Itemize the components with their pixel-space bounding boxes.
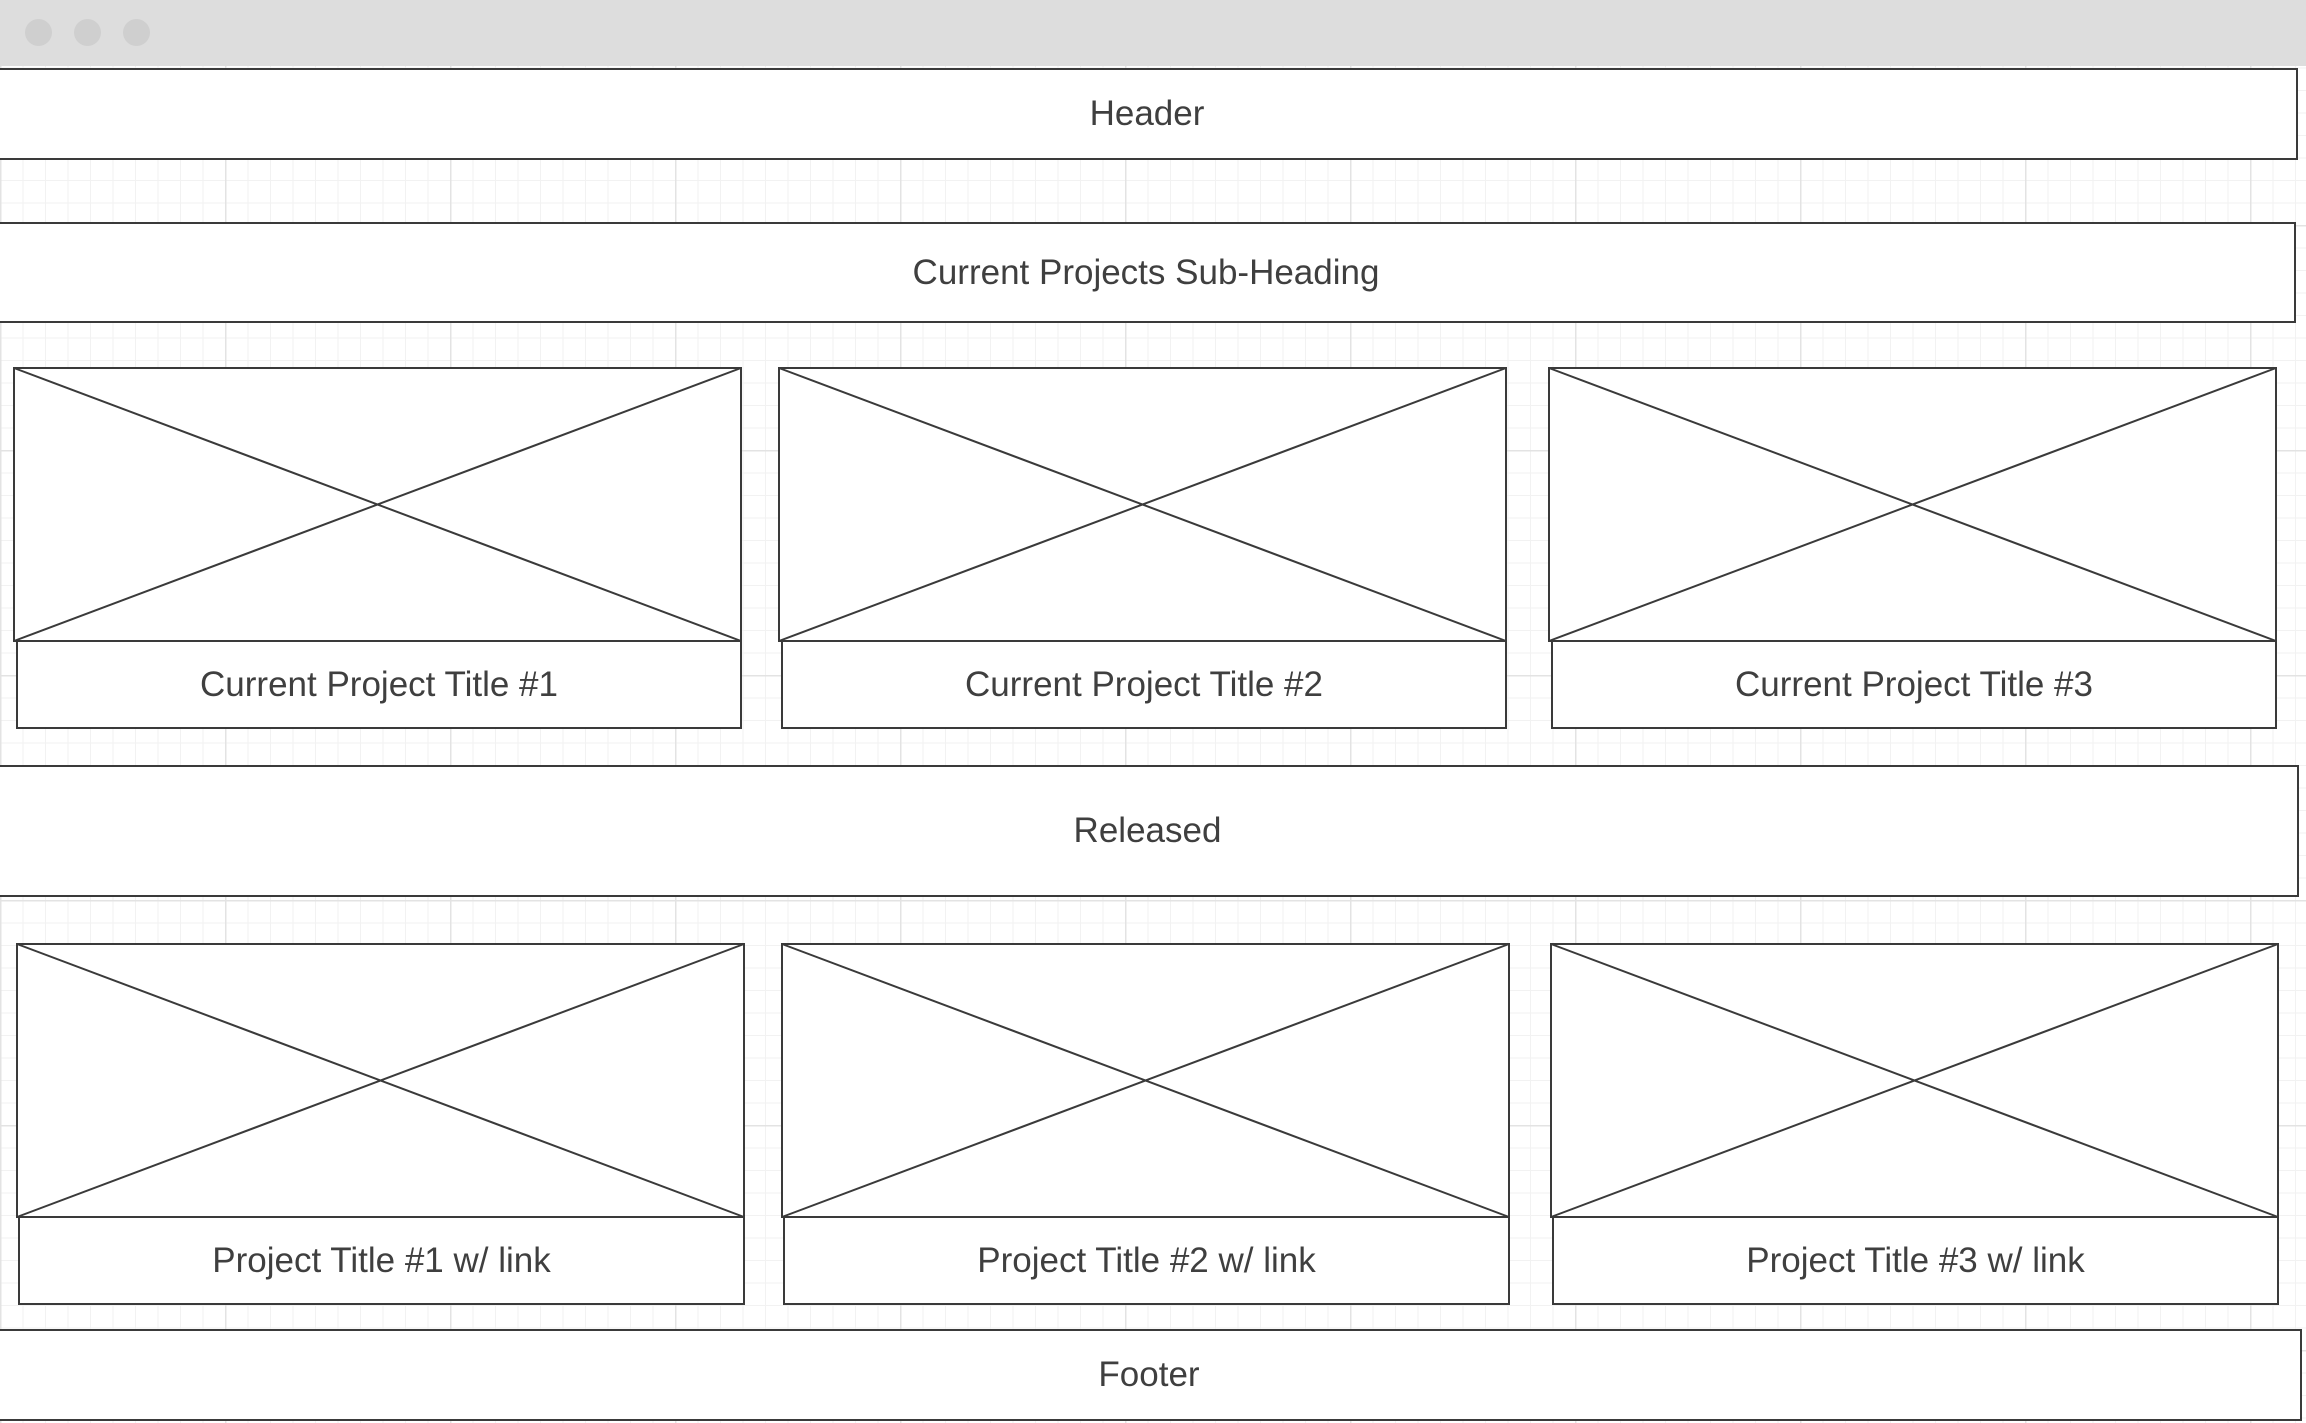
- image-placeholder-icon: [781, 943, 1510, 1218]
- current-project-card-2[interactable]: Current Project Title #2: [778, 367, 1507, 729]
- window-minimize-icon[interactable]: [74, 19, 101, 46]
- current-project-card-3[interactable]: Current Project Title #3: [1548, 367, 2277, 729]
- image-placeholder-icon: [16, 943, 745, 1218]
- current-project-card-1[interactable]: Current Project Title #1: [13, 367, 742, 729]
- released-heading-label: Released: [1073, 811, 1222, 850]
- released-project-card-3[interactable]: Project Title #3 w/ link: [1550, 943, 2279, 1305]
- window-titlebar: [0, 0, 2306, 66]
- header-label: Header: [1089, 94, 1205, 133]
- image-placeholder-icon: [1550, 943, 2279, 1218]
- released-project-title-text[interactable]: Project Title #1 w/ link: [212, 1240, 551, 1280]
- current-project-title-text: Current Project Title #1: [200, 664, 558, 704]
- released-project-card-2[interactable]: Project Title #2 w/ link: [781, 943, 1510, 1305]
- released-project-title-link-2[interactable]: Project Title #2 w/ link: [783, 1216, 1510, 1305]
- current-project-title-2: Current Project Title #2: [781, 640, 1507, 729]
- footer-section: Footer: [0, 1329, 2302, 1421]
- released-project-card-1[interactable]: Project Title #1 w/ link: [16, 943, 745, 1305]
- released-heading: Released: [0, 765, 2299, 897]
- released-project-title-link-3[interactable]: Project Title #3 w/ link: [1552, 1216, 2279, 1305]
- window-close-icon[interactable]: [25, 19, 52, 46]
- released-project-title-text[interactable]: Project Title #3 w/ link: [1746, 1240, 2085, 1280]
- window-maximize-icon[interactable]: [123, 19, 150, 46]
- current-project-title-text: Current Project Title #2: [965, 664, 1323, 704]
- image-placeholder-icon: [13, 367, 742, 642]
- current-project-title-text: Current Project Title #3: [1735, 664, 2093, 704]
- released-project-title-link-1[interactable]: Project Title #1 w/ link: [18, 1216, 745, 1305]
- current-projects-subheading-label: Current Projects Sub-Heading: [912, 252, 1380, 292]
- image-placeholder-icon: [778, 367, 1507, 642]
- current-project-title-1: Current Project Title #1: [16, 640, 742, 729]
- current-project-title-3: Current Project Title #3: [1551, 640, 2277, 729]
- header-section: Header: [0, 68, 2298, 160]
- image-placeholder-icon: [1548, 367, 2277, 642]
- current-projects-subheading: Current Projects Sub-Heading: [0, 222, 2296, 323]
- footer-label: Footer: [1098, 1355, 1200, 1394]
- released-project-title-text[interactable]: Project Title #2 w/ link: [977, 1240, 1316, 1280]
